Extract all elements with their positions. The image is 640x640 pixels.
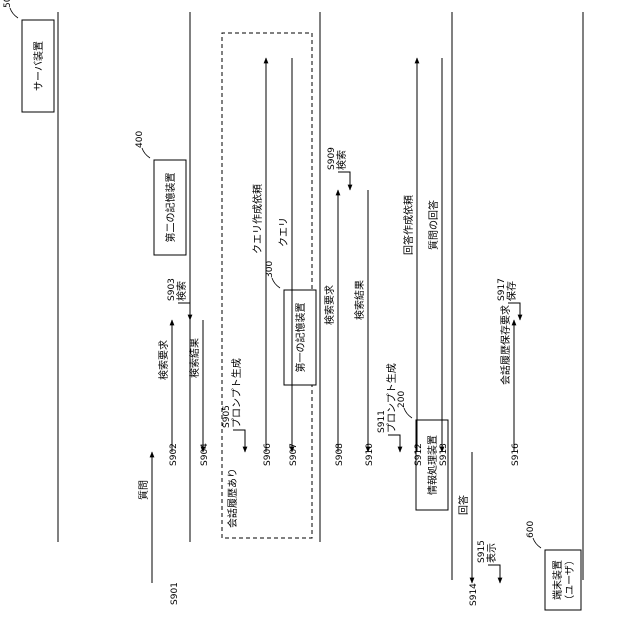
device-name-600: 端末装置（ユーザ） <box>551 555 576 605</box>
message-S916: 会話履歴保存要求 S916 <box>499 305 521 466</box>
device-600: 端末装置（ユーザ） 600 <box>526 12 583 610</box>
callout-300 <box>272 278 280 288</box>
process-S909: S909検索 <box>327 147 350 190</box>
process-label-S905: プロンプト生成 <box>230 358 243 428</box>
device-name-200: 情報処理装置 <box>426 435 439 495</box>
message-step-S907: S907 <box>289 443 299 466</box>
process-label-S903: 検索 <box>175 281 188 301</box>
process-label-S915: 表示 <box>485 543 498 563</box>
process-S903: S903検索 <box>167 278 190 320</box>
message-label-S906: クエリ作成依頼 <box>251 184 264 254</box>
device-500: サーバ装置 500 <box>3 0 58 542</box>
message-S902: 検索要求 S902 <box>157 320 179 466</box>
process-label-S909: 検索 <box>335 150 348 170</box>
message-step-S914: S914 <box>469 583 479 606</box>
device-200: 情報処理装置 200 <box>397 12 452 580</box>
device-400: 第二の記憶装置 400 <box>135 12 190 542</box>
message-label-S913: 質問の回答 <box>427 200 440 250</box>
process-S915: S915表示 <box>477 540 500 583</box>
message-step-S901: S901 <box>170 582 180 605</box>
message-label-S916: 会話履歴保存要求 <box>499 305 512 385</box>
process-loop-S915 <box>488 565 500 583</box>
message-S907: クエリ S907 <box>278 58 299 466</box>
process-step-S905: S905 <box>222 405 232 428</box>
callout-600 <box>533 538 541 548</box>
message-step-S906: S906 <box>263 443 273 466</box>
process-loop-S909 <box>338 172 350 190</box>
message-step-S910: S910 <box>365 443 375 466</box>
callout-400 <box>142 148 150 158</box>
message-S904: 検索結果 S904 <box>188 320 210 466</box>
process-S905: S905プロンプト生成 <box>222 358 245 452</box>
device-id-200: 200 <box>397 391 407 408</box>
process-label-S917: 保存 <box>505 281 518 301</box>
message-S901: 質問 S901 <box>137 452 180 605</box>
process-S911: S911プロンプト生成 <box>377 363 400 452</box>
message-S913: 質問の回答 S913 <box>427 58 449 466</box>
process-step-S909: S909 <box>327 147 337 170</box>
message-label-S902: 検索要求 <box>157 340 170 380</box>
process-loop-S903 <box>178 303 190 320</box>
message-step-S913: S913 <box>439 443 449 466</box>
device-id-400: 400 <box>135 131 145 148</box>
device-name-400: 第二の記憶装置 <box>164 173 177 243</box>
message-label-S910: 検索結果 <box>353 280 366 320</box>
process-loop-S911 <box>388 435 400 452</box>
callout-200 <box>404 408 412 418</box>
message-step-S904: S904 <box>200 443 210 466</box>
device-id-600: 600 <box>526 521 536 538</box>
message-step-S902: S902 <box>169 443 179 466</box>
callout-500 <box>10 8 18 18</box>
message-step-S916: S916 <box>511 443 521 466</box>
device-id-500: 500 <box>3 0 13 8</box>
message-S914: 回答 S914 <box>457 452 479 606</box>
message-label-S904: 検索結果 <box>188 338 201 378</box>
process-step-S903: S903 <box>167 278 177 301</box>
message-label-S914: 回答 <box>457 495 470 515</box>
device-name-300: 第一の記憶装置 <box>294 303 307 373</box>
message-step-S908: S908 <box>335 443 345 466</box>
message-S908: 検索要求 S908 <box>323 190 345 466</box>
process-step-S917: S917 <box>497 278 507 301</box>
process-label-S911: プロンプト生成 <box>385 363 398 433</box>
message-label-S907: クエリ <box>278 217 290 247</box>
message-step-S912: S912 <box>414 443 424 466</box>
process-step-S915: S915 <box>477 540 487 563</box>
device-name-500: サーバ装置 <box>32 41 45 91</box>
condition-label: 会話履歴あり <box>226 468 239 528</box>
message-label-S908: 検索要求 <box>323 285 336 325</box>
message-S910: 検索結果 S910 <box>353 190 375 466</box>
process-step-S911: S911 <box>377 410 387 433</box>
message-label-S912: 回答作成依頼 <box>402 195 415 255</box>
process-loop-S905 <box>233 430 245 452</box>
message-label-S901: 質問 <box>137 480 150 500</box>
